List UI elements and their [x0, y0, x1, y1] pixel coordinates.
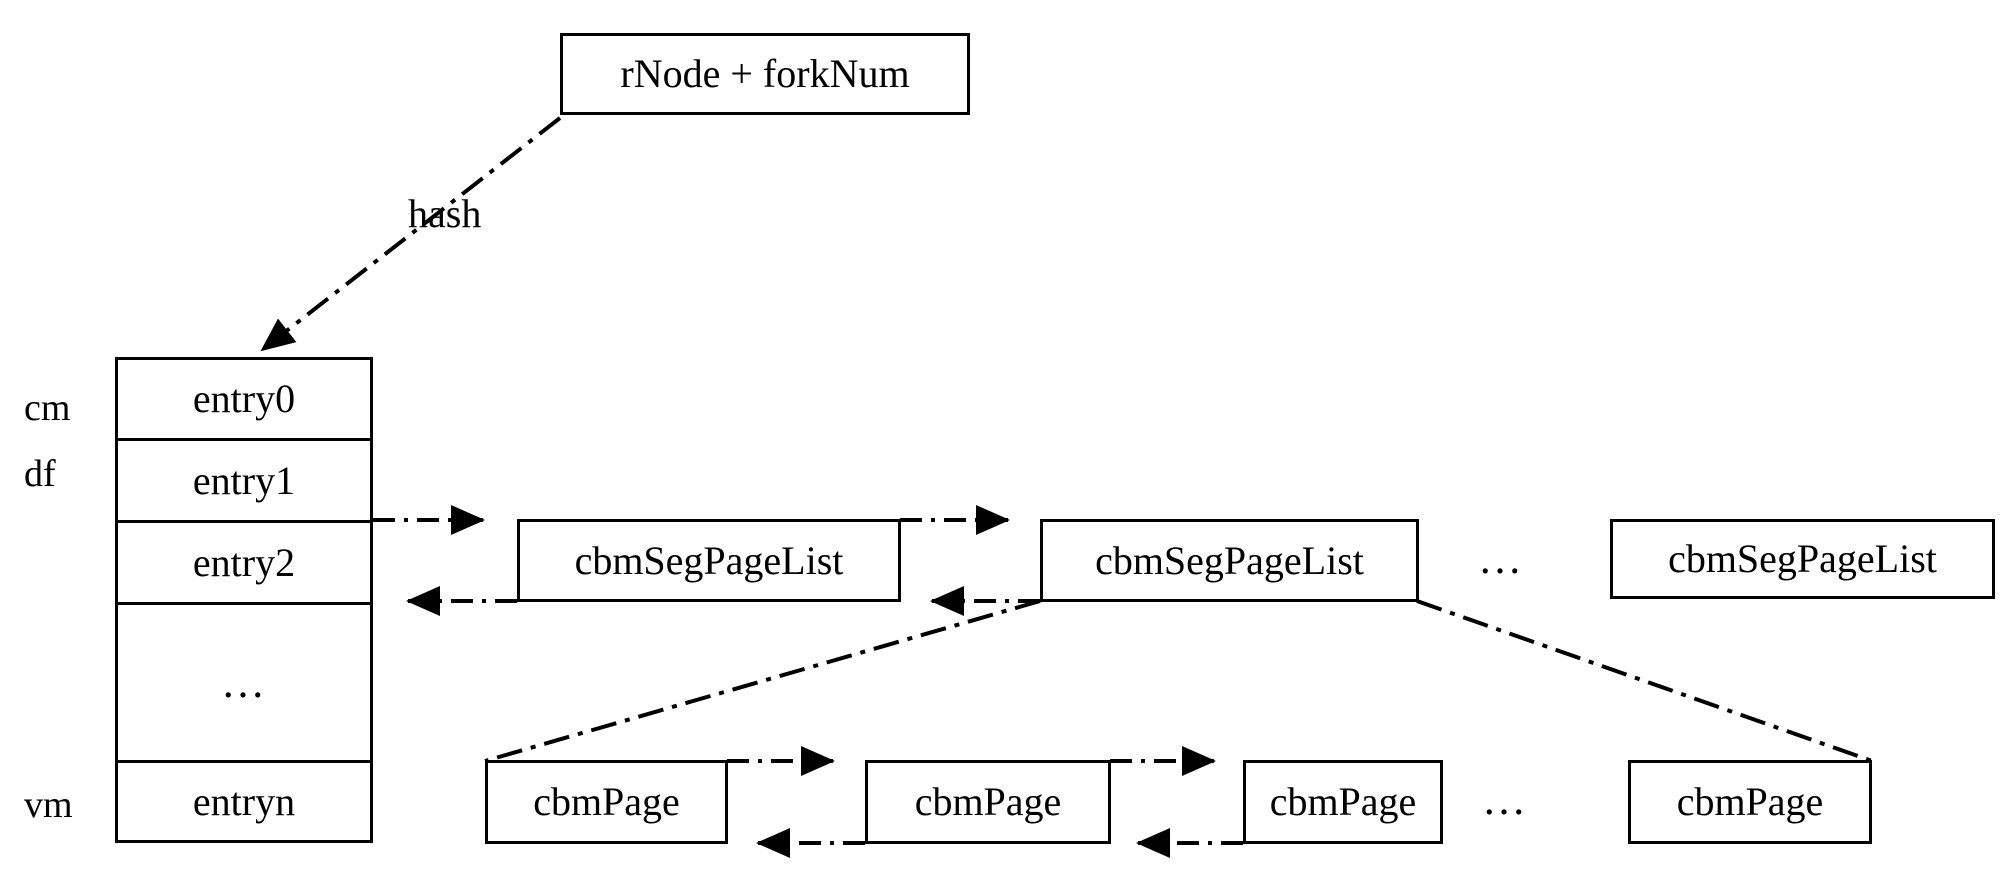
row-divider-0 [118, 438, 370, 441]
row-divider-3 [118, 760, 370, 763]
cbm-page-1-label: cbmPage [533, 779, 680, 824]
row-label-entry1: entry1 [192, 457, 296, 503]
side-label-vm: vm [24, 784, 73, 826]
cbm-page-2-label: cbmPage [914, 779, 1062, 824]
cbm-seg-page-list-1[interactable]: cbmSegPageList [517, 519, 901, 602]
seg-page-list-ellipsis: … [1478, 534, 1524, 583]
cbm-seg-page-list-2-label: cbmSegPageList [1095, 537, 1364, 583]
hash-table-row-entry2[interactable]: entry2 [118, 523, 370, 602]
cbm-seg-page-list-3[interactable]: cbmSegPageList [1610, 519, 1995, 599]
hash-table: entry0 entry1 entry2 … entryn [115, 357, 373, 843]
cbm-page-2[interactable]: cbmPage [865, 760, 1111, 844]
cbm-page-4[interactable]: cbmPage [1628, 760, 1872, 844]
hash-table-row-entry1[interactable]: entry1 [118, 441, 370, 520]
edge-seglist2-to-page-tail [1416, 599, 1873, 763]
hash-table-ellipsis: … [221, 658, 267, 707]
cbm-seg-page-list-1-label: cbmSegPageList [574, 537, 844, 583]
side-label-cm: cm [24, 387, 71, 429]
hash-edge-label: hash [408, 191, 482, 236]
edge-seglist2-to-page-head [484, 599, 1041, 763]
hash-table-row-entryn[interactable]: entryn [118, 763, 370, 840]
cbm-page-4-label: cbmPage [1676, 779, 1824, 824]
cbm-seg-page-list-3-label: cbmSegPageList [1668, 536, 1937, 581]
rnode-forknum-label: rNode + forkNum [620, 51, 910, 96]
edge-hash [260, 116, 562, 352]
hash-table-row-entry0[interactable]: entry0 [118, 360, 370, 438]
row-label-entryn: entryn [192, 778, 296, 824]
row-divider-2 [118, 602, 370, 605]
rnode-forknum-box[interactable]: rNode + forkNum [560, 33, 970, 115]
hash-table-row-ellipsis: … [118, 605, 370, 760]
row-label-entry0: entry0 [192, 376, 296, 421]
row-divider-1 [118, 520, 370, 523]
cbm-page-ellipsis: … [1482, 775, 1528, 824]
cbm-page-3[interactable]: cbmPage [1243, 760, 1443, 844]
cbm-page-1[interactable]: cbmPage [485, 760, 728, 844]
cbm-seg-page-list-2[interactable]: cbmSegPageList [1040, 519, 1419, 602]
cbm-page-3-label: cbmPage [1269, 779, 1417, 824]
side-label-df: df [24, 453, 56, 495]
row-label-entry2: entry2 [192, 539, 296, 585]
